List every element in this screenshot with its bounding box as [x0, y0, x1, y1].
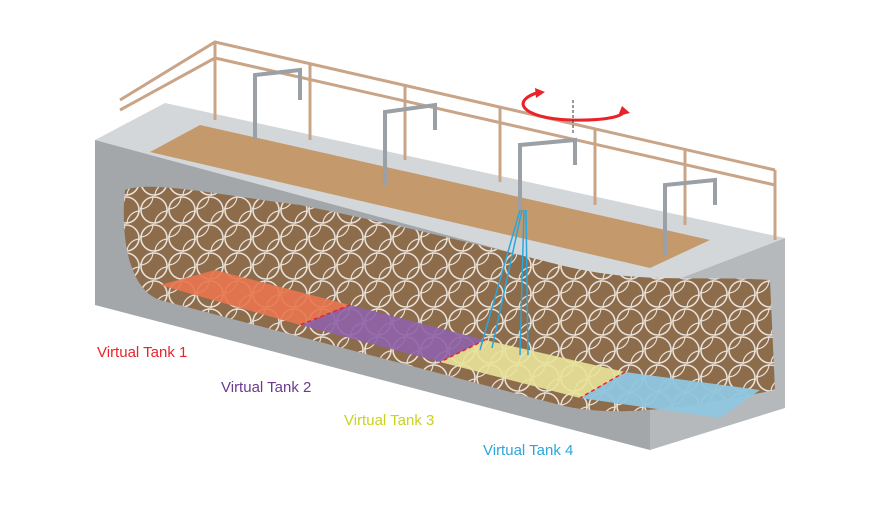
railing: [119, 40, 777, 240]
sludge-surface: [150, 125, 710, 268]
sensor-beams: [479, 209, 529, 356]
virtual-tank-1-label: Virtual Tank 1: [97, 344, 188, 361]
floor-zone-1: [160, 270, 350, 325]
virtual-tank-2-label: Virtual Tank 2: [221, 379, 312, 396]
mixer-units: [253, 67, 717, 255]
virtual-tank-4-label: Virtual Tank 4: [483, 442, 574, 459]
floor-zone-3: [440, 340, 625, 398]
cutaway-interior: [123, 186, 776, 412]
floor-zone-4: [580, 372, 760, 418]
floor-zone-2: [300, 305, 485, 362]
rotation-arrow-icon: [521, 88, 630, 122]
virtual-tank-3-label: Virtual Tank 3: [344, 412, 435, 429]
